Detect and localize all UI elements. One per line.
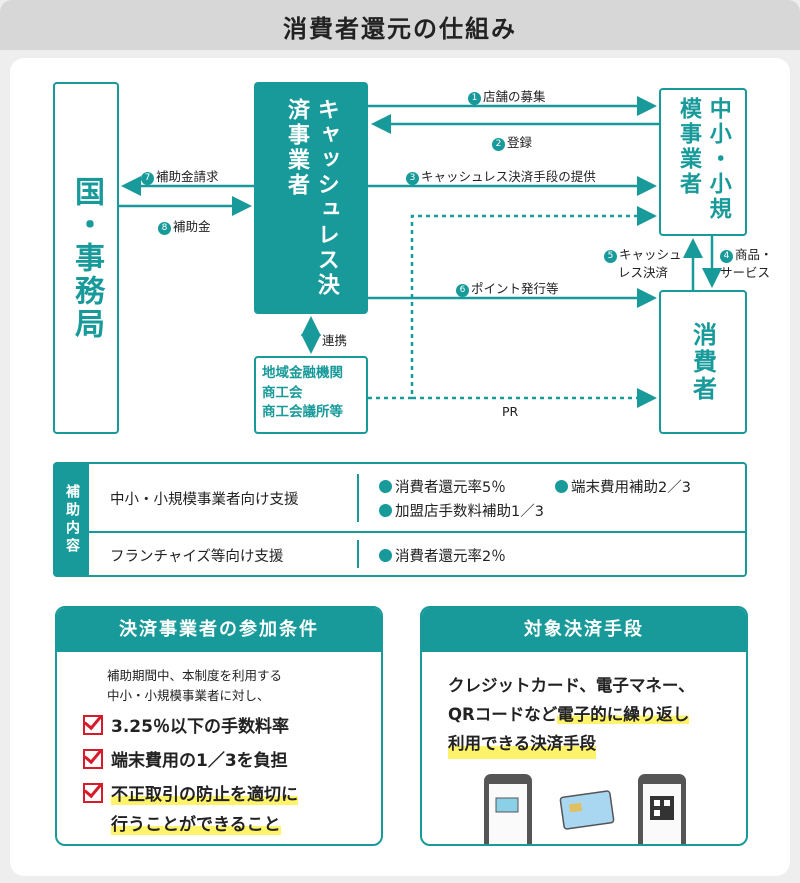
node-kokuji-label: 国・事務局 <box>69 175 104 341</box>
divider <box>89 531 747 533</box>
node-consumer: 消費者 <box>659 290 747 434</box>
condition-item: 3.25％以下の手数料率 <box>83 712 289 737</box>
payment-devices-illustration <box>484 774 686 844</box>
subsidy-item: 消費者還元率2％ <box>379 545 506 566</box>
node-cashless-provider: キャッシュレス決済事業者 <box>254 82 368 314</box>
arrow-pr-dotted <box>368 206 657 400</box>
condition-item: 端末費用の1／3を負担 <box>83 746 288 771</box>
means-text: クレジットカード、電子マネー、 QRコードなど電子的に繰り返し 利用できる決済手… <box>448 672 695 759</box>
check-icon <box>83 783 103 803</box>
divider <box>357 474 359 522</box>
page-title: 消費者還元の仕組み <box>283 15 517 43</box>
condition-item-cont: 行うことができること <box>111 815 281 835</box>
node-sme: 中小・小規模事業者 <box>659 88 747 236</box>
node-cashless-label: キャッシュレス決済事業者 <box>284 98 339 298</box>
conditions-intro: 補助期間中、本制度を利用する 中小・小規模事業者に対し、 <box>107 668 283 703</box>
check-icon <box>83 749 103 769</box>
subsidy-row-label: フランチャイズ等向け支援 <box>110 549 284 565</box>
smartphone-icon <box>484 774 532 844</box>
qr-phone-icon <box>638 774 686 844</box>
title-bar: 消費者還元の仕組み <box>0 0 800 50</box>
credit-card-icon <box>559 790 615 830</box>
node-sme-label: 中小・小規模事業者 <box>676 97 731 222</box>
conditions-panel: 決済事業者の参加条件 補助期間中、本制度を利用する 中小・小規模事業者に対し、 … <box>55 606 383 846</box>
partner-line: 商工会 <box>262 384 303 401</box>
node-kokuji: 国・事務局 <box>53 82 119 434</box>
subsidy-item: 消費者還元率5％ <box>379 476 506 497</box>
check-icon <box>83 715 103 735</box>
partner-line: 地域金融機関 <box>262 365 343 381</box>
node-regional-partners: 地域金融機関 商工会 商工会議所等 <box>254 356 368 434</box>
conditions-title: 決済事業者の参加条件 <box>57 608 381 652</box>
partner-line: 商工会議所等 <box>262 404 343 421</box>
renkei-label: 連携 <box>322 333 348 348</box>
subsidy-row-label: 中小・小規模事業者向け支援 <box>110 492 299 508</box>
subsidy-item: 端末費用補助2／3 <box>555 476 691 497</box>
divider <box>357 540 359 568</box>
condition-item: 不正取引の防止を適切に <box>83 780 298 805</box>
subsidy-table: 補助内容 中小・小規模事業者向け支援 消費者還元率5％ 端末費用補助2／3 加盟… <box>53 462 747 577</box>
payment-means-panel: 対象決済手段 クレジットカード、電子マネー、 QRコードなど電子的に繰り返し 利… <box>420 606 748 846</box>
subsidy-item: 加盟店手数料補助1／3 <box>379 500 544 521</box>
node-consumer-label: 消費者 <box>688 321 717 403</box>
pr-label: PR <box>502 404 519 419</box>
subsidy-header: 補助内容 <box>55 464 89 575</box>
means-title: 対象決済手段 <box>422 608 746 652</box>
